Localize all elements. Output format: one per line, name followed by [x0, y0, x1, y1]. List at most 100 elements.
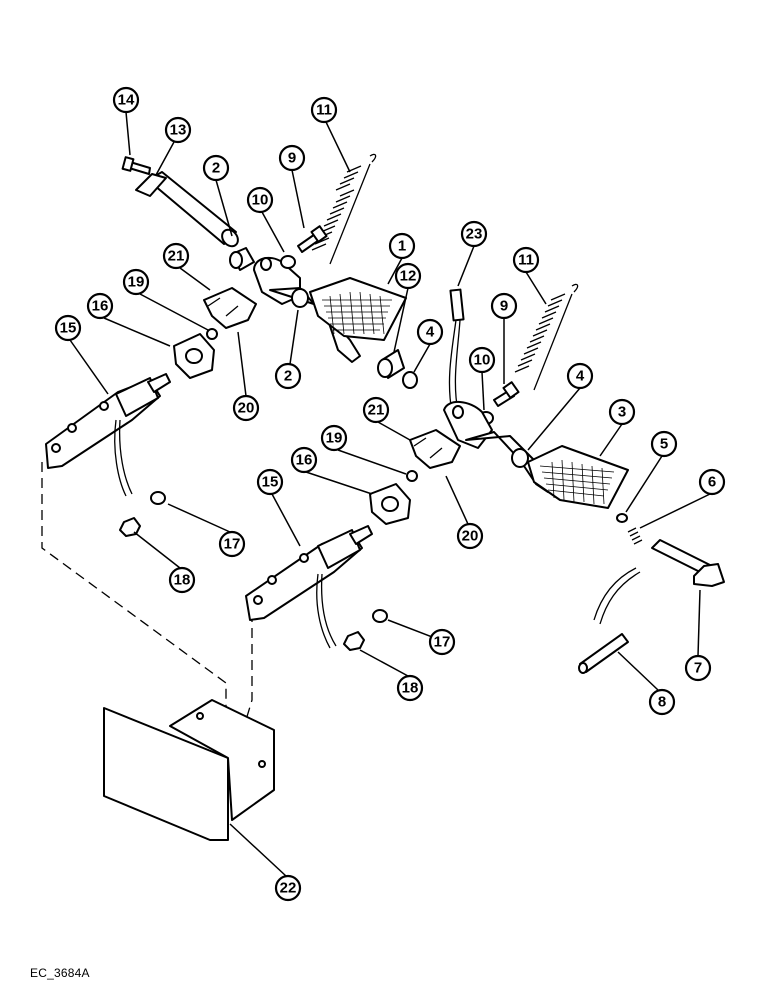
svg-text:20: 20 — [238, 400, 255, 417]
adjusting-bolt-left — [297, 225, 328, 253]
locknut-left — [280, 255, 296, 269]
callout-7: 7 — [684, 654, 712, 682]
svg-text:18: 18 — [402, 680, 419, 697]
callout-8: 8 — [648, 688, 676, 716]
callout-1: 1 — [388, 232, 416, 260]
latch-washer — [616, 513, 628, 523]
return-spring-left — [311, 153, 377, 265]
svg-text:16: 16 — [296, 452, 313, 469]
svg-text:6: 6 — [708, 474, 716, 491]
svg-text:4: 4 — [576, 368, 585, 385]
svg-text:16: 16 — [92, 298, 109, 315]
callout-21: 21 — [362, 396, 390, 424]
callout-5: 5 — [650, 430, 678, 458]
svg-text:9: 9 — [500, 298, 508, 315]
pivot-shaft — [135, 171, 239, 248]
svg-text:8: 8 — [658, 694, 666, 711]
svg-text:14: 14 — [118, 92, 135, 109]
callout-20: 20 — [456, 522, 484, 550]
callout-10: 10 — [468, 346, 496, 374]
nut-lower — [343, 631, 365, 651]
callout-22: 22 — [274, 874, 302, 902]
cylinder-gasket-lower — [369, 483, 411, 525]
callouts: 14 13 2 9 11 10 1 23 11 21 12 19 16 15 2… — [54, 86, 726, 902]
callout-11: 11 — [512, 246, 540, 274]
callout-15: 15 — [256, 468, 284, 496]
callout-6: 6 — [698, 468, 726, 496]
svg-text:10: 10 — [474, 352, 491, 369]
master-cylinder-lower — [245, 525, 373, 649]
clevis-lower — [409, 429, 461, 469]
callout-19: 19 — [122, 268, 150, 296]
latch-spring — [627, 527, 643, 545]
drawing-code-label: EC_3684A — [30, 966, 90, 980]
svg-text:11: 11 — [316, 102, 332, 119]
callout-9: 9 — [278, 144, 306, 172]
svg-text:22: 22 — [280, 880, 297, 897]
svg-text:11: 11 — [518, 252, 534, 269]
svg-text:21: 21 — [368, 402, 385, 419]
svg-text:17: 17 — [224, 536, 241, 553]
stop-light-switch — [448, 288, 465, 413]
svg-text:13: 13 — [170, 122, 187, 139]
callout-18: 18 — [168, 566, 196, 594]
callout-14: 14 — [112, 86, 140, 114]
callout-10: 10 — [246, 186, 274, 214]
svg-text:19: 19 — [128, 274, 145, 291]
callout-21: 21 — [162, 242, 190, 270]
spacer-bushing — [377, 349, 405, 379]
pedal-latch — [593, 539, 725, 625]
svg-text:2: 2 — [284, 368, 292, 385]
mounting-bracket — [103, 699, 275, 841]
return-spring-right — [514, 283, 579, 391]
left-pedal-tread — [322, 291, 392, 335]
callout-3: 3 — [608, 398, 636, 426]
svg-text:21: 21 — [168, 248, 185, 265]
callout-9: 9 — [490, 292, 518, 320]
callout-18: 18 — [396, 674, 424, 702]
svg-text:15: 15 — [60, 320, 77, 337]
svg-text:4: 4 — [426, 324, 435, 341]
svg-text:17: 17 — [434, 634, 451, 651]
spring-washer-upper — [150, 491, 166, 505]
callout-4: 4 — [566, 362, 594, 390]
svg-text:10: 10 — [252, 192, 269, 209]
callout-19: 19 — [320, 424, 348, 452]
callout-20: 20 — [232, 394, 260, 422]
bushing-upper — [229, 247, 255, 271]
svg-text:5: 5 — [660, 436, 668, 453]
callout-4: 4 — [416, 318, 444, 346]
callout-17: 17 — [428, 628, 456, 656]
callout-23: 23 — [460, 220, 488, 248]
callout-2: 2 — [202, 154, 230, 182]
svg-text:18: 18 — [174, 572, 191, 589]
callout-11: 11 — [310, 96, 338, 124]
cylinder-gasket-upper — [173, 333, 215, 379]
right-brake-pedal — [443, 401, 629, 509]
callout-12: 12 — [394, 262, 422, 290]
svg-text:7: 7 — [694, 660, 702, 677]
svg-text:19: 19 — [326, 430, 343, 447]
callout-15: 15 — [54, 314, 82, 342]
left-brake-pedal — [253, 256, 407, 363]
master-cylinder-upper — [45, 373, 171, 497]
svg-text:23: 23 — [466, 226, 483, 243]
callout-2: 2 — [274, 362, 302, 390]
latch-pin — [578, 633, 629, 674]
clevis-upper — [203, 287, 257, 329]
callout-16: 16 — [86, 292, 114, 320]
leader-lines — [69, 111, 711, 877]
callout-16: 16 — [290, 446, 318, 474]
svg-text:15: 15 — [262, 474, 279, 491]
spring-washer-lower — [372, 609, 388, 623]
washer-upper — [206, 328, 218, 340]
washer-lower — [406, 470, 418, 482]
nut-upper — [119, 517, 141, 537]
callout-17: 17 — [218, 530, 246, 558]
svg-text:3: 3 — [618, 404, 626, 421]
svg-text:2: 2 — [212, 160, 220, 177]
right-pedal-tread — [539, 459, 615, 505]
shaft-bolt — [121, 156, 151, 175]
callout-13: 13 — [164, 116, 192, 144]
